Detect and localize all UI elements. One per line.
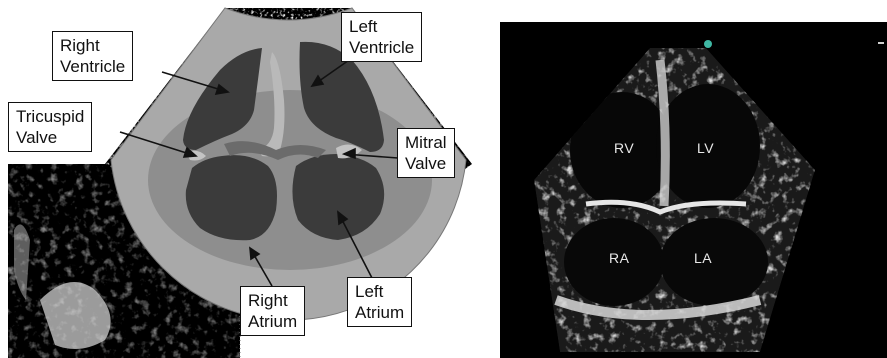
- label-left-atrium-line1: Left: [355, 281, 404, 302]
- label-right-ventricle-line1: Right: [60, 35, 125, 56]
- label-mitral-valve-line2: Valve: [405, 153, 447, 174]
- label-tricuspid-valve-line1: Tricuspid: [16, 106, 84, 127]
- label-left-atrium-line2: Atrium: [355, 302, 404, 323]
- echo-panel: [500, 22, 887, 358]
- label-right-ventricle: Right Ventricle: [52, 31, 133, 81]
- echo-label-rv: RV: [614, 140, 634, 156]
- echo-label-lv: LV: [697, 140, 714, 156]
- label-tricuspid-valve-line2: Valve: [16, 127, 84, 148]
- label-left-ventricle: Left Ventricle: [341, 12, 422, 62]
- echo-label-la: LA: [694, 250, 712, 266]
- label-mitral-valve: Mitral Valve: [397, 128, 455, 178]
- label-left-ventricle-line2: Ventricle: [349, 37, 414, 58]
- label-left-atrium: Left Atrium: [347, 277, 412, 327]
- label-left-ventricle-line1: Left: [349, 16, 414, 37]
- label-right-ventricle-line2: Ventricle: [60, 56, 125, 77]
- label-right-atrium-line1: Right: [248, 290, 297, 311]
- echo-la-void: [660, 218, 768, 306]
- label-right-atrium-line2: Atrium: [248, 311, 297, 332]
- orientation-marker-dot: [704, 40, 712, 48]
- echo-label-ra: RA: [609, 250, 629, 266]
- label-right-atrium: Right Atrium: [240, 286, 305, 336]
- echo-septum: [660, 60, 665, 206]
- label-tricuspid-valve: Tricuspid Valve: [8, 102, 92, 152]
- label-mitral-valve-line1: Mitral: [405, 132, 447, 153]
